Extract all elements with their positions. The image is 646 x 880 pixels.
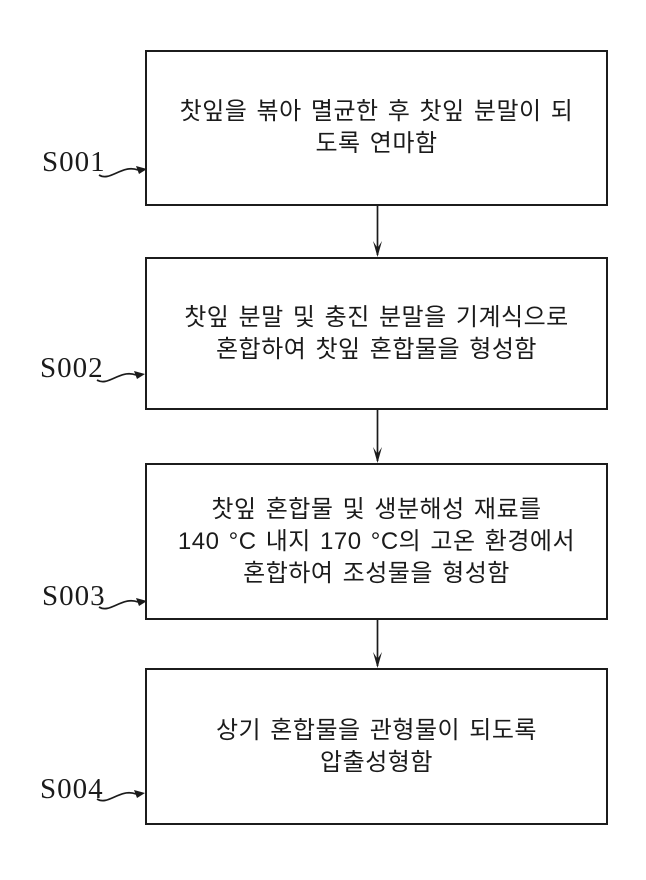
curved-leader-arrow-icon (98, 166, 147, 178)
arrow-down-icon (373, 410, 382, 463)
step-text: 상기 혼합물을 관형물이 되도록 압출성형함 (216, 715, 537, 779)
step-text: 찻잎을 볶아 멸균한 후 찻잎 분말이 되 도록 연마함 (180, 96, 574, 160)
curved-leader-arrow-icon (98, 598, 147, 610)
step-text-line: 도록 연마함 (315, 130, 438, 157)
step-label-s003: S003 (42, 580, 106, 612)
step-text-line: 찻잎 혼합물 및 생분해성 재료를 (211, 495, 542, 523)
step-text-line: 상기 혼합물을 관형물이 되도록 (215, 716, 538, 744)
step-label-s001: S001 (42, 146, 106, 178)
step-text: 찻잎 분말 및 충진 분말을 기계식으로 혼합하여 찻잎 혼합물을 형성함 (184, 302, 569, 366)
step-box-s002: 찻잎 분말 및 충진 분말을 기계식으로 혼합하여 찻잎 혼합물을 형성함 (145, 257, 608, 410)
arrow-down-icon (373, 206, 382, 257)
curved-leader-arrow-icon (96, 371, 145, 383)
step-box-s001: 찻잎을 볶아 멸균한 후 찻잎 분말이 되 도록 연마함 (145, 50, 608, 206)
step-text-line: 압출성형함 (320, 748, 433, 776)
step-text-line: 140 °C 내지 170 °C의 고온 환경에서 (177, 527, 576, 555)
step-box-s004: 상기 혼합물을 관형물이 되도록 압출성형함 (145, 668, 608, 825)
step-box-s003: 찻잎 혼합물 및 생분해성 재료를 140 °C 내지 170 °C의 고온 환… (145, 463, 608, 620)
arrow-down-icon (373, 620, 382, 668)
step-label-s004: S004 (40, 773, 104, 805)
step-text-line: 찻잎 분말 및 충진 분말을 기계식으로 (184, 303, 569, 331)
step-label-s002: S002 (40, 352, 104, 384)
step-text-line: 혼합하여 조성물을 형성함 (243, 559, 510, 587)
step-text: 찻잎 혼합물 및 생분해성 재료를 140 °C 내지 170 °C의 고온 환… (178, 494, 575, 590)
step-text-line: 혼합하여 찻잎 혼합물을 형성함 (215, 335, 538, 363)
curved-leader-arrow-icon (96, 790, 145, 802)
step-text-line: 찻잎을 볶아 멸균한 후 찻잎 분말이 되 (179, 98, 574, 125)
